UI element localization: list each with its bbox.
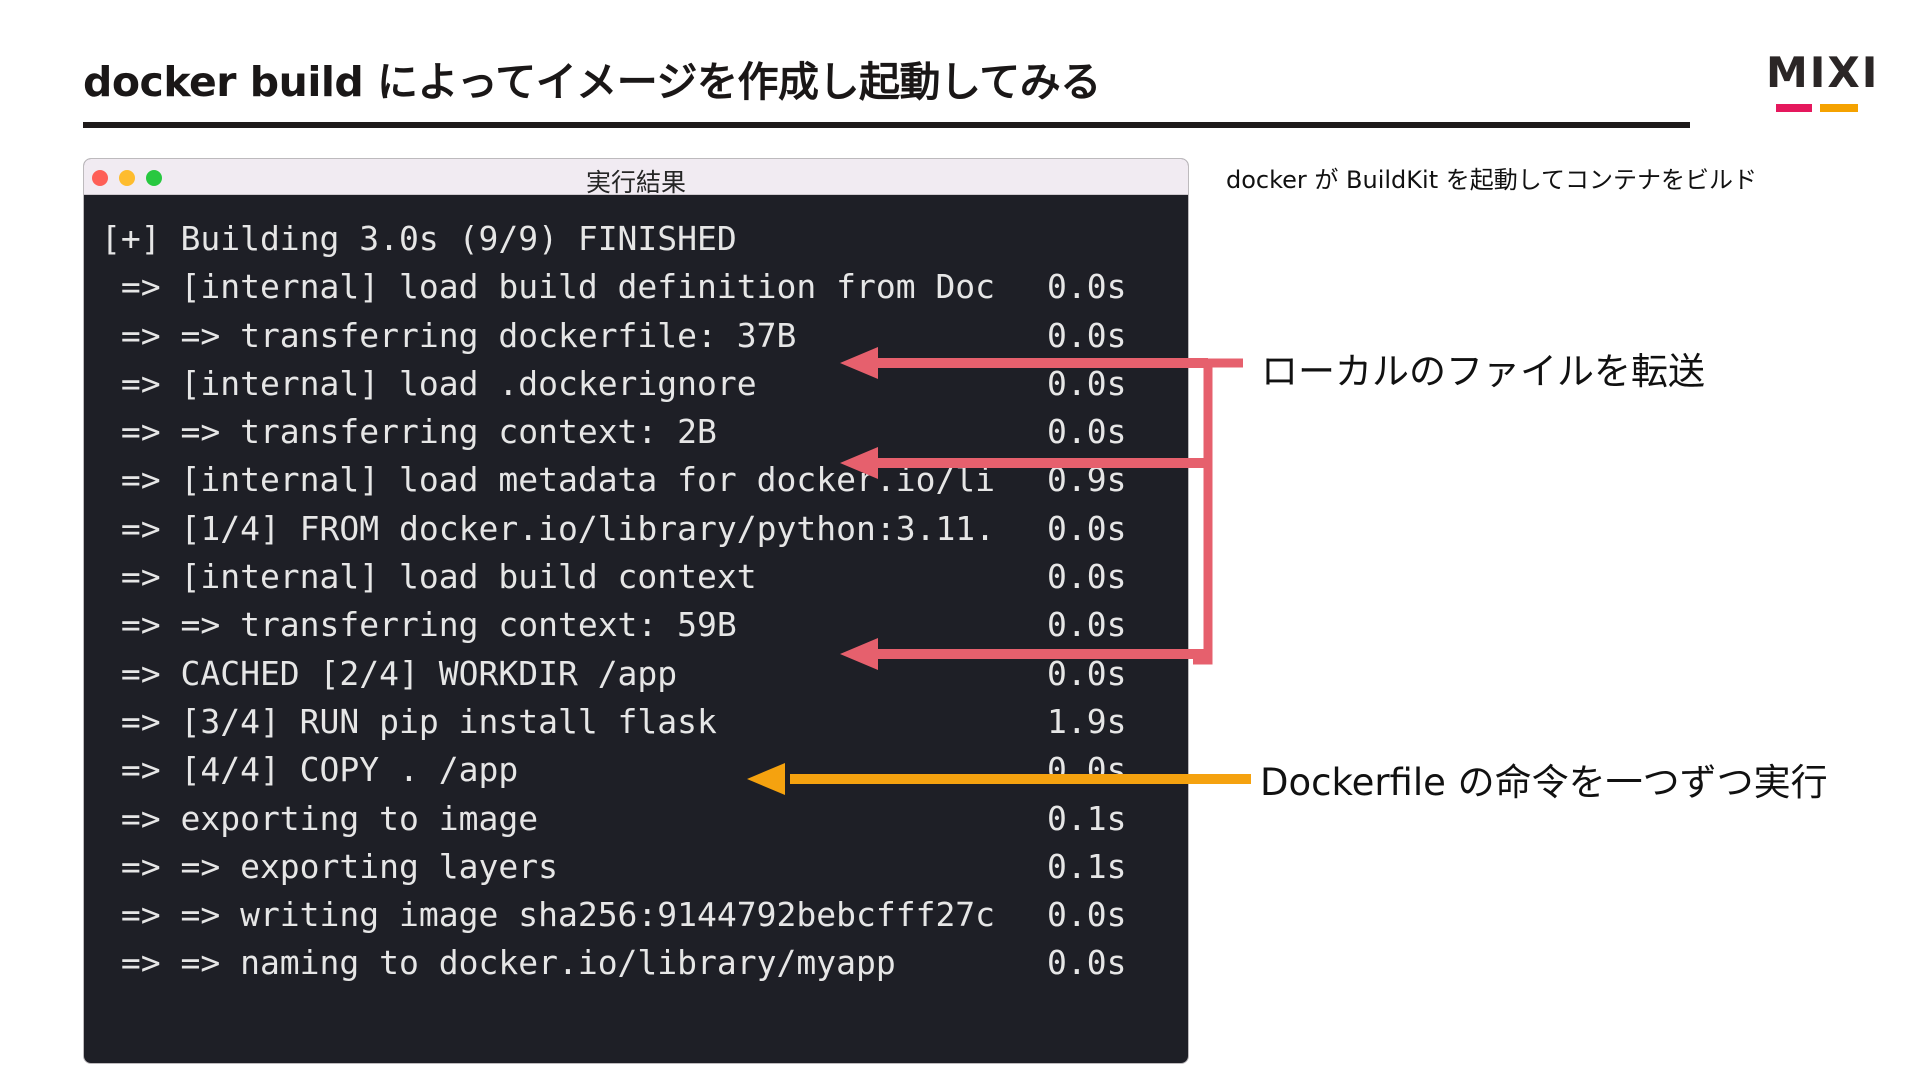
build-step-time: 0.0s	[1047, 605, 1127, 645]
build-step-time: 0.0s	[1047, 508, 1127, 548]
build-step-text: => => naming to docker.io/library/myapp	[101, 943, 896, 983]
logo-bar-pink	[1776, 104, 1812, 112]
build-step-time: 0.0s	[1047, 412, 1127, 452]
build-step-line: => CACHED [2/4] WORKDIR /app 0.0s	[101, 650, 1168, 698]
build-step-text: => [1/4] FROM docker.io/library/python:3…	[101, 508, 996, 548]
slide-title: docker build によってイメージを作成し起動してみる	[83, 58, 1101, 106]
terminal-title: 実行結果	[585, 168, 686, 197]
build-step-line: => => writing image sha256:9144792bebcff…	[101, 891, 1168, 939]
build-step-text: => [internal] load metadata for docker.i…	[101, 460, 996, 500]
build-step-text: => => writing image sha256:9144792bebcff…	[101, 895, 996, 935]
build-step-line: => [3/4] RUN pip install flask 1.9s	[101, 698, 1168, 746]
build-step-time: 0.1s	[1047, 798, 1127, 838]
close-window-button[interactable]	[92, 170, 108, 186]
build-step-text: => => exporting layers	[101, 846, 558, 886]
build-step-time: 0.0s	[1047, 267, 1127, 307]
build-step-time: 0.1s	[1047, 846, 1127, 886]
build-step-line: => => transferring context: 2B 0.0s	[101, 408, 1168, 456]
minimize-window-button[interactable]	[119, 170, 135, 186]
build-step-time: 0.9s	[1047, 460, 1127, 500]
build-step-text: => => transferring dockerfile: 37B	[101, 315, 797, 355]
mixi-logo: MIXI	[1766, 50, 1891, 114]
build-step-text: => => transferring context: 2B	[101, 412, 717, 452]
terminal-output: [+] Building 3.0s (9/9) FINISHED => [int…	[101, 215, 1168, 988]
build-step-time: 0.0s	[1047, 363, 1127, 403]
build-step-text: => [internal] load build context	[101, 557, 757, 597]
build-header-line: [+] Building 3.0s (9/9) FINISHED	[101, 219, 737, 258]
title-divider	[83, 122, 1690, 128]
build-step-line: => => transferring dockerfile: 37B 0.0s	[101, 312, 1168, 360]
build-step-time: 0.0s	[1047, 943, 1127, 983]
zoom-window-button[interactable]	[146, 170, 162, 186]
build-step-text: => [4/4] COPY . /app	[101, 750, 519, 790]
build-step-time: 0.0s	[1047, 750, 1127, 790]
build-step-list: => [internal] load build definition from…	[101, 263, 1168, 987]
build-step-line: => exporting to image 0.1s	[101, 795, 1168, 843]
build-step-line: => [internal] load build definition from…	[101, 263, 1168, 311]
local-files-connector	[1193, 358, 1243, 665]
build-step-time: 0.0s	[1047, 557, 1127, 597]
build-step-line: => [internal] load build context 0.0s	[101, 553, 1168, 601]
build-step-text: => [internal] load build definition from…	[101, 267, 996, 307]
local-files-annotation: ローカルのファイルを転送	[1261, 350, 1705, 393]
dockerfile-steps-annotation: Dockerfile の命令を一つずつ実行	[1260, 761, 1828, 804]
build-step-line: => [1/4] FROM docker.io/library/python:3…	[101, 505, 1168, 553]
build-step-line: => => naming to docker.io/library/myapp 0…	[101, 939, 1168, 987]
build-step-text: => => transferring context: 59B	[101, 605, 737, 645]
build-step-text: => [3/4] RUN pip install flask	[101, 701, 717, 741]
buildkit-annotation: docker が BuildKit を起動してコンテナをビルド	[1226, 166, 1758, 194]
build-step-line: => => exporting layers 0.1s	[101, 843, 1168, 891]
build-step-time: 0.0s	[1047, 315, 1127, 355]
build-step-line: => [internal] load metadata for docker.i…	[101, 456, 1168, 504]
terminal-titlebar: 実行結果	[84, 159, 1188, 197]
build-step-text: => exporting to image	[101, 798, 539, 838]
build-step-time: 1.9s	[1047, 701, 1127, 741]
build-step-line: => => transferring context: 59B 0.0s	[101, 601, 1168, 649]
terminal-window: 実行結果 [+] Building 3.0s (9/9) FINISHED =>…	[83, 158, 1189, 1064]
build-step-line: => [4/4] COPY . /app 0.0s	[101, 746, 1168, 794]
logo-bar-orange	[1820, 104, 1858, 112]
logo-text: MIXI	[1766, 48, 1880, 97]
build-step-text: => CACHED [2/4] WORKDIR /app	[101, 653, 678, 693]
build-step-time: 0.0s	[1047, 653, 1127, 693]
build-step-text: => [internal] load .dockerignore	[101, 363, 757, 403]
build-step-time: 0.0s	[1047, 895, 1127, 935]
build-step-line: => [internal] load .dockerignore 0.0s	[101, 360, 1168, 408]
